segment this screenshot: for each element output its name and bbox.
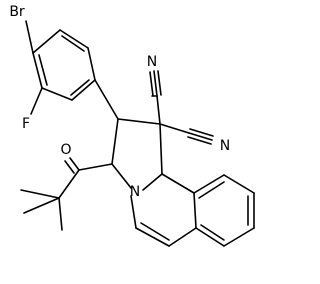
bond-benzo-5-inner: [200, 224, 225, 241]
bond-c2-c1: [117, 118, 161, 125]
bond-aryl-2: [87, 47, 96, 81]
bond-n-c3: [111, 163, 132, 189]
molecule-structure-diagram: Br F O N N N: [9, 4, 255, 247]
nitrile-nitrogen-lower-label: N: [220, 138, 230, 154]
bond-co-2: [64, 160, 75, 174]
bond-c10b-n: [142, 173, 163, 191]
bond-c1-cn-upper: [156, 95, 161, 125]
bond-c-br: [25, 20, 34, 54]
ring-nitrogen-label: N: [130, 184, 140, 200]
bond-aryl-6: [32, 29, 61, 54]
bond-tbu-me2: [23, 197, 60, 214]
bond-c3-carbonyl: [78, 163, 113, 171]
structure-canvas: Br F O N N N: [9, 4, 255, 247]
bond-tbu-me1: [20, 189, 60, 199]
bond-benzo-1-inner: [198, 181, 225, 199]
oxygen-label: O: [60, 142, 71, 158]
bond-c1-c10b: [159, 123, 163, 175]
bond-benzo-5: [195, 227, 225, 247]
bond-c-f: [30, 87, 43, 115]
bond-cn-upper-triple-2: [157, 70, 162, 96]
bond-n-c4: [130, 195, 137, 229]
bond-aryl-c2: [94, 79, 119, 120]
bond-aryl-1-inner: [61, 35, 85, 52]
bond-co-1: [69, 157, 80, 171]
bond-cn-lower-triple-1: [188, 132, 213, 141]
bond-cn-lower-triple-2: [189, 128, 214, 137]
bond-cn-lower-triple-3: [187, 136, 212, 145]
bond-benzo-1: [193, 174, 225, 194]
bond-c5-c5a: [168, 227, 197, 247]
bond-c9a-c10b: [161, 173, 195, 194]
bond-aryl-5-inner: [38, 54, 48, 86]
bond-c3-c2: [111, 118, 119, 165]
bond-aryl-4: [41, 87, 73, 101]
bond-cn-upper-triple-3: [149, 71, 154, 97]
fluorine-label: F: [22, 116, 30, 132]
bond-c4-c5-b: [140, 222, 170, 241]
bond-carbonyl-tbu: [58, 169, 80, 199]
bond-c5a-c9a: [193, 192, 197, 229]
nitrile-nitrogen-upper-label: N: [147, 54, 157, 70]
bond-aryl-3: [71, 79, 96, 101]
bond-aryl-5: [32, 52, 43, 89]
bond-cn-upper-triple-1: [153, 70, 158, 97]
bond-tbu-me3: [58, 197, 63, 231]
bond-c4-c5-a: [135, 227, 170, 247]
bond-aryl-1: [59, 29, 89, 49]
bond-c1-cn-lower: [159, 123, 190, 134]
bond-benzo-2: [223, 174, 255, 194]
bonds: [20, 20, 255, 247]
bromine-label: Br: [9, 4, 25, 20]
atom-labels: Br F O N N N: [9, 4, 230, 200]
bond-aryl-3-inner: [70, 79, 90, 96]
bond-benzo-4: [223, 227, 255, 247]
